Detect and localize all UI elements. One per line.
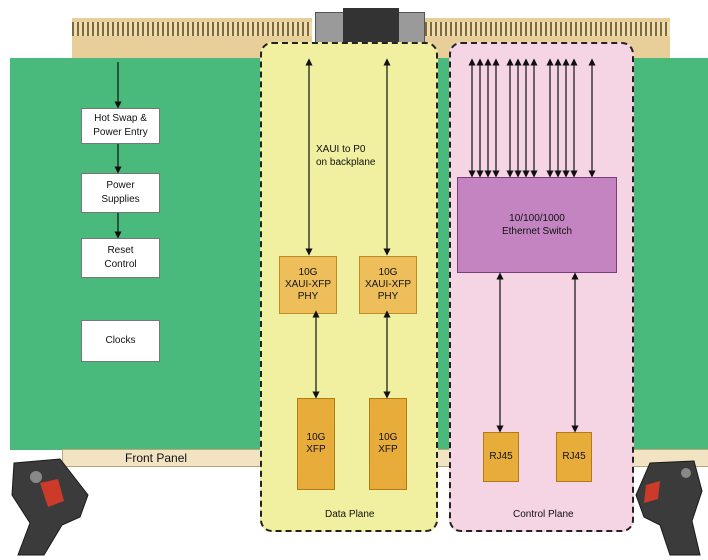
rj45-block-2: RJ45 — [556, 432, 592, 482]
xfp-block-1: 10G XFP — [297, 398, 335, 490]
ejector-handle-right — [635, 460, 703, 556]
phy-block-2: 10G XAUI-XFP PHY — [359, 256, 417, 314]
control-plane-label: Control Plane — [513, 509, 574, 520]
ejector-handle-left — [11, 458, 89, 556]
front-panel-label: Front Panel — [125, 451, 188, 465]
data-plane-label: Data Plane — [325, 509, 375, 520]
xfp-block-2: 10G XFP — [369, 398, 407, 490]
clocks-block: Clocks — [81, 320, 160, 362]
ethernet-switch-block: 10/100/1000 Ethernet Switch — [457, 177, 617, 273]
power-supplies-block: Power Supplies — [81, 173, 160, 213]
xaui-note: XAUI to P0 on backplane — [316, 144, 376, 168]
phy-block-1: 10G XAUI-XFP PHY — [279, 256, 337, 314]
hot-swap-power-entry-block: Hot Swap & Power Entry — [81, 108, 160, 144]
rj45-block-1: RJ45 — [483, 432, 519, 482]
reset-control-block: Reset Control — [81, 238, 160, 278]
